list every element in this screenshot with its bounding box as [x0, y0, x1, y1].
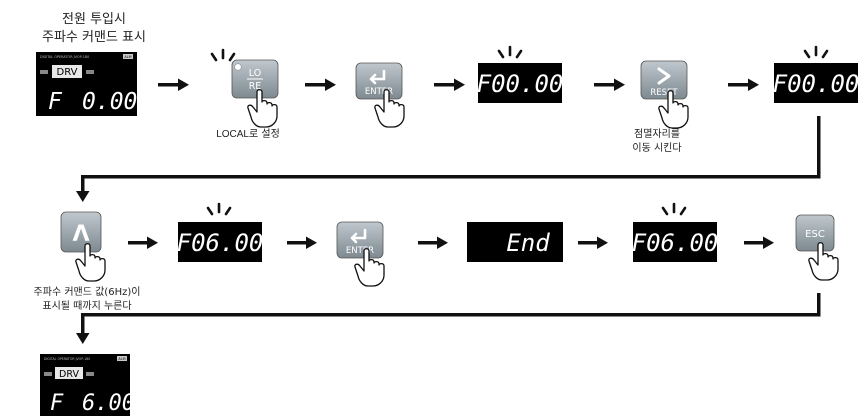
return-arrow-icon	[369, 69, 386, 85]
drv-text: DRV	[59, 369, 79, 380]
display-text: F00.00	[477, 70, 564, 98]
arrow	[594, 78, 625, 91]
enter-key-2[interactable]: ENTER	[336, 221, 385, 287]
right-chevron-icon	[657, 67, 671, 85]
display-screen	[478, 63, 562, 103]
press-until-label-line1: 주파수 커맨드 값(6Hz)이	[34, 286, 141, 298]
display-text: End	[506, 229, 550, 257]
reset-label: RESET	[650, 88, 678, 98]
led-right	[86, 372, 94, 376]
panel-value: 0.00	[82, 89, 137, 115]
panel-header: DIGITAL OPERATOR JVOP-180	[40, 55, 89, 59]
blink-move-label-line2: 이동 시킨다	[632, 142, 681, 154]
lo-re-key[interactable]: LO RE	[210, 48, 279, 128]
alm-badge	[123, 54, 133, 59]
esc-label: ESC	[805, 229, 825, 240]
display-4: End	[467, 222, 563, 262]
up-key[interactable]: Λ	[60, 211, 106, 282]
press-until-label-line2: 표시될 때까지 누른다	[42, 300, 131, 312]
display-screen	[178, 222, 262, 262]
arrow	[728, 78, 759, 91]
alm-badge-text: ALM	[118, 357, 125, 361]
display-5: F06.00	[632, 202, 719, 262]
display-3: F06.00	[177, 202, 264, 262]
display-2: F00.00	[773, 45, 860, 103]
enter-label: ENTER	[346, 246, 374, 256]
flow-arrows-row1	[158, 78, 759, 91]
arrow	[287, 236, 317, 249]
arrow	[434, 78, 465, 91]
display-text: F06.00	[177, 229, 264, 257]
display-text: F06.00	[632, 229, 719, 257]
key-face[interactable]	[355, 62, 403, 100]
panel-header: DIGITAL OPERATOR JVOP-180	[44, 357, 90, 361]
display-text: F00.00	[773, 70, 860, 98]
drv-text: DRV	[57, 67, 78, 78]
arrow	[578, 236, 608, 249]
led-indicator-icon	[234, 63, 242, 71]
panel-body	[36, 52, 137, 116]
arrow	[158, 78, 189, 91]
up-arrow-icon: Λ	[72, 222, 89, 247]
panel-value: 6.00	[82, 391, 135, 416]
arrow	[418, 236, 448, 249]
drv-box	[55, 367, 83, 379]
arrow	[305, 78, 336, 91]
key-face[interactable]	[336, 221, 384, 259]
drv-box	[52, 65, 82, 78]
led-left	[40, 70, 48, 74]
connector-row2-bottom	[76, 293, 821, 344]
arrow	[128, 236, 158, 249]
arrow	[744, 236, 774, 249]
enter-label: ENTER	[365, 87, 393, 97]
display-screen	[467, 222, 563, 262]
alm-badge	[117, 356, 127, 361]
enter-key[interactable]: ENTER	[355, 62, 405, 128]
key-lo-label: LO	[249, 68, 261, 79]
key-face[interactable]	[795, 214, 835, 252]
operator-panel-final: DIGITAL OPERATOR JVOP-180 ALM DRV F 6.00	[40, 354, 135, 416]
led-right	[86, 70, 94, 74]
power-on-label-line2: 주파수 커맨드 표시	[42, 30, 146, 45]
local-set-label: LOCAL로 설정	[216, 128, 280, 140]
panel-letter: F	[50, 391, 64, 416]
display-1: F00.00	[477, 45, 564, 103]
key-face[interactable]	[60, 211, 102, 253]
blink-move-label-line1: 점멸자리를	[634, 128, 680, 140]
panel-letter: F	[48, 89, 63, 115]
key-re-label: RE	[249, 81, 262, 92]
display-screen	[774, 63, 858, 103]
connector-row1-row2	[76, 116, 821, 202]
power-on-label-line1: 전원 투입시	[62, 12, 126, 27]
reset-key[interactable]: RESET	[640, 60, 689, 129]
flow-arrows-row2	[128, 236, 774, 249]
panel-body	[40, 354, 130, 416]
return-arrow-icon	[350, 228, 367, 244]
led-left	[44, 372, 52, 376]
display-screen	[633, 222, 717, 262]
alm-badge-text: ALM	[124, 55, 131, 59]
esc-key[interactable]: ESC	[795, 214, 839, 281]
operator-panel-initial: DIGITAL OPERATOR JVOP-180 ALM DRV F 0.00	[36, 52, 137, 116]
